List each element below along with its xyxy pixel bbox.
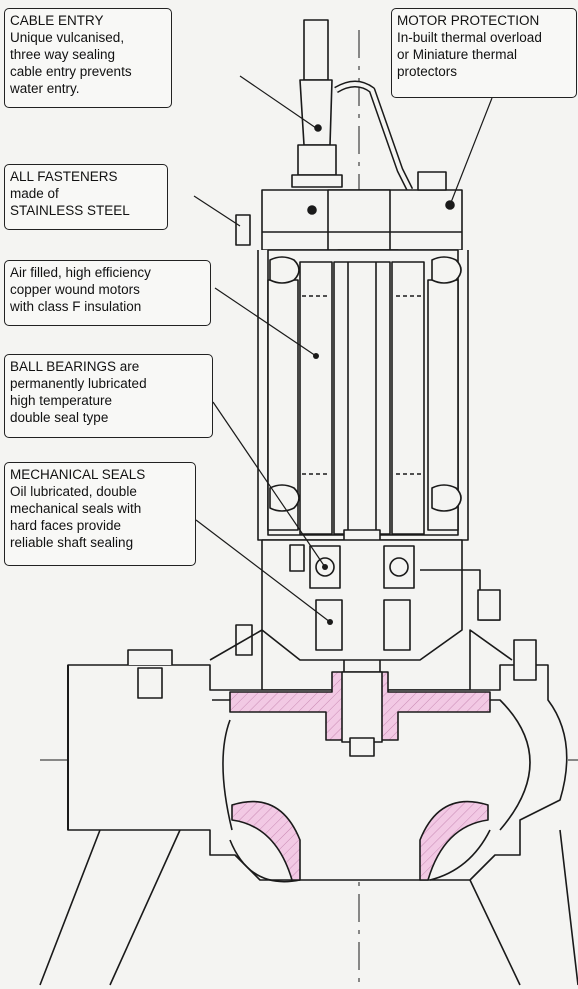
callout-seals: MECHANICAL SEALS Oil lubricated, double … [4,462,196,566]
cable-entry-line: Unique vulcanised, [10,30,125,45]
cable-entry-title: CABLE ENTRY [10,13,104,28]
leader-bearings [212,401,326,568]
seals-title: MECHANICAL SEALS [10,467,146,482]
seals-line: hard faces provide [10,518,122,533]
callout-motors: Air filled, high efficiency copper wound… [4,260,211,326]
motors-line: Air filled, high efficiency [10,265,151,280]
bearing-housing [235,539,501,661]
motors-line: copper wound motors [10,282,140,297]
motor-housing [257,249,469,541]
fasteners-title: ALL FASTENERS [10,169,118,184]
seals-line: mechanical seals with [10,501,142,516]
cable-entry-line: three way sealing [10,47,116,62]
top-cover [235,171,463,279]
leader-lines [193,75,493,623]
callout-cable-entry: CABLE ENTRY Unique vulcanised, three way… [4,8,172,108]
bearings-line: double seal type [10,410,109,425]
protector-cable [334,80,414,192]
leader-seals [195,519,331,623]
callout-fasteners: ALL FASTENERS made of STAINLESS STEEL [4,164,168,230]
leader-fasteners [193,195,241,227]
motor-protection-title: MOTOR PROTECTION [397,13,540,28]
motor-protection-line: In-built thermal overload [397,30,542,45]
motor-protection-line: protectors [397,64,458,79]
seals-line: Oil lubricated, double [10,484,137,499]
cable-gland [291,19,343,188]
leader-motors [214,287,317,357]
bearings-line: high temperature [10,393,113,408]
motors-line: with class F insulation [10,299,142,314]
bearings-title: BALL BEARINGS are [10,359,140,374]
leader-motor-protection [449,97,493,206]
cable-entry-line: water entry. [10,81,80,96]
cable-entry-line: cable entry prevents [10,64,132,79]
impeller [229,671,491,881]
callout-motor-protection: MOTOR PROTECTION In-built thermal overlo… [391,8,577,98]
fasteners-line: made of [10,186,59,201]
motor-protection-line: or Miniature thermal [397,47,518,62]
bearings-line: permanently lubricated [10,376,147,391]
leader-cable-entry [239,75,317,129]
fasteners-line: STAINLESS STEEL [10,203,130,218]
callout-bearings: BALL BEARINGS are permanently lubricated… [4,354,213,438]
seals-line: reliable shaft sealing [10,535,134,550]
